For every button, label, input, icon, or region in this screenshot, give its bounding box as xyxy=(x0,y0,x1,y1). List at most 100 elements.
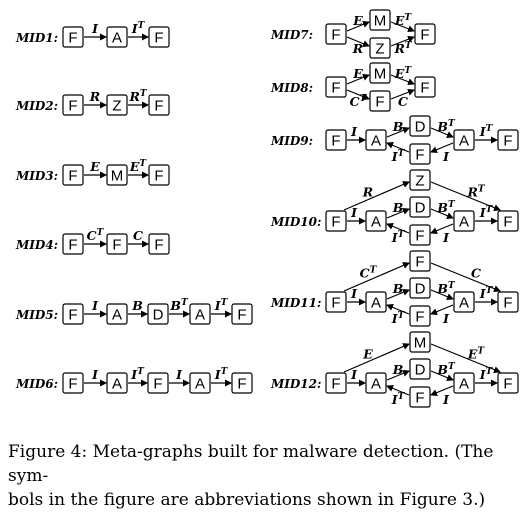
mid8-node-3-box xyxy=(414,76,436,98)
mid10-node-1-box xyxy=(365,210,387,232)
mid12-edge-6 xyxy=(343,343,410,373)
mid4-node-1-label: F xyxy=(112,237,121,254)
mid9-edge-label-0: I xyxy=(350,124,358,139)
mid7-edge-2 xyxy=(346,36,370,47)
mid6-node-3-box xyxy=(189,372,211,394)
mid7-edge-1 xyxy=(390,21,415,33)
mid12-edge-label-1: B xyxy=(392,362,404,377)
mid12-node-3-box xyxy=(409,386,431,408)
mid10-edge-1 xyxy=(386,208,410,219)
mid6-node-2-box xyxy=(147,372,169,394)
mid11-node-3-box xyxy=(409,305,431,327)
mid11-node-5-label: F xyxy=(503,295,512,312)
mid8-edge-1 xyxy=(390,74,415,86)
mid12-edge-label-7: ET xyxy=(467,347,486,362)
mid11-edge-7 xyxy=(430,262,501,292)
mid1-node-0-box xyxy=(62,26,84,48)
mid11-node-6-box xyxy=(409,250,431,272)
mid9-edge-1 xyxy=(386,127,410,138)
mid5-edge-label-0: I xyxy=(91,298,99,313)
mid9-edge-label-3: IT xyxy=(391,149,406,164)
mid5-edge-label-3: IT xyxy=(214,298,229,313)
mid12-edge-4 xyxy=(430,385,454,396)
mid9-name: MID9: xyxy=(270,134,313,148)
mid6-node-0-label: F xyxy=(68,376,77,393)
mid9-node-0-label: F xyxy=(331,133,340,150)
mid1-node-1-box xyxy=(106,26,128,48)
mid5-edge-label-2: BT xyxy=(169,298,189,313)
mid3-node-1-label: M xyxy=(111,168,124,185)
mid1-node-1-label: A xyxy=(112,30,122,47)
mid10-edge-label-7: RT xyxy=(466,185,485,200)
mid2-name: MID2: xyxy=(15,99,58,113)
mid5-name: MID5: xyxy=(15,308,58,322)
mid5-node-4-box xyxy=(231,303,253,325)
mid8-edge-3 xyxy=(390,88,415,100)
figure-caption: Figure 4: Meta-graphs built for malware … xyxy=(8,440,520,512)
mid1-edge-label-0: I xyxy=(91,21,99,36)
mid7-node-2-label: Z xyxy=(375,41,384,58)
mid4-node-1-box xyxy=(106,233,128,255)
mid10-node-1-label: A xyxy=(371,214,381,231)
mid10-node-2-box xyxy=(409,196,431,218)
mid5-node-0-box xyxy=(62,303,84,325)
mid8-edge-2 xyxy=(346,89,370,100)
mid12-edge-label-3: IT xyxy=(391,392,406,407)
mid4-edge-label-0: CT xyxy=(87,228,105,243)
mid10-node-3-box xyxy=(409,224,431,246)
mid11-edge-4 xyxy=(430,304,454,315)
mid10-node-5-label: F xyxy=(503,214,512,231)
mid6-node-4-box xyxy=(231,372,253,394)
mid12-edge-label-0: I xyxy=(350,367,358,382)
mid8-name: MID8: xyxy=(270,81,313,95)
mid3-node-2-label: F xyxy=(154,168,163,185)
mid7-node-0-box xyxy=(325,23,347,45)
mid12-node-6-box xyxy=(409,331,431,353)
mid12-node-1-label: A xyxy=(371,376,381,393)
mid10-edge-label-6: R xyxy=(362,185,373,200)
mid7-edge-3 xyxy=(390,35,415,47)
mid8-node-0-label: F xyxy=(331,80,340,97)
mid10-edge-label-2: BT xyxy=(436,200,456,215)
mid12-node-3-label: F xyxy=(415,390,424,407)
mid11-node-3-label: F xyxy=(415,309,424,326)
mid12-name: MID12: xyxy=(270,377,321,391)
mid3-node-2-box xyxy=(148,164,170,186)
mid7-node-1-box xyxy=(369,9,391,31)
mid10-node-3-label: F xyxy=(415,228,424,245)
mid11-edge-6 xyxy=(343,262,410,292)
mid11-edge-1 xyxy=(386,289,410,300)
mid9-node-4-box xyxy=(453,129,475,151)
mid10-edge-label-5: IT xyxy=(479,205,494,220)
mid2-node-0-box xyxy=(62,94,84,116)
mid9-edge-label-4: I xyxy=(442,149,450,164)
mid12-node-5-label: F xyxy=(503,376,512,393)
mid11-node-4-box xyxy=(453,291,475,313)
mid7-edge-label-2: R xyxy=(352,41,363,56)
mid4-node-2-label: F xyxy=(154,237,163,254)
mid6-edge-label-3: IT xyxy=(214,367,229,382)
mid10-node-4-box xyxy=(453,210,475,232)
mid1-edge-label-1: IT xyxy=(131,21,146,36)
mid12-node-2-box xyxy=(409,358,431,380)
mid9-edge-2 xyxy=(430,127,454,138)
mid8-node-2-label: F xyxy=(375,94,384,111)
mid11-edge-label-6: CT xyxy=(360,266,378,281)
mid4-node-0-box xyxy=(62,233,84,255)
mid7-node-3-box xyxy=(414,23,436,45)
mid12-edge-label-5: IT xyxy=(479,367,494,382)
mid4-edge-label-1: C xyxy=(133,228,143,243)
mid10-edge-3 xyxy=(386,223,410,234)
mid10-node-5-box xyxy=(497,210,519,232)
mid10-node-6-box xyxy=(409,169,431,191)
mid2-node-1-box xyxy=(106,94,128,116)
mid9-node-5-box xyxy=(497,129,519,151)
mid2-node-1-label: Z xyxy=(112,98,121,115)
mid12-node-1-box xyxy=(365,372,387,394)
mid11-edge-label-0: I xyxy=(350,286,358,301)
mid11-edge-label-1: B xyxy=(392,281,404,296)
mid8-node-1-box xyxy=(369,62,391,84)
mid3-node-0-label: F xyxy=(68,168,77,185)
mid2-edge-label-0: R xyxy=(89,89,100,104)
mid9-node-1-box xyxy=(365,129,387,151)
